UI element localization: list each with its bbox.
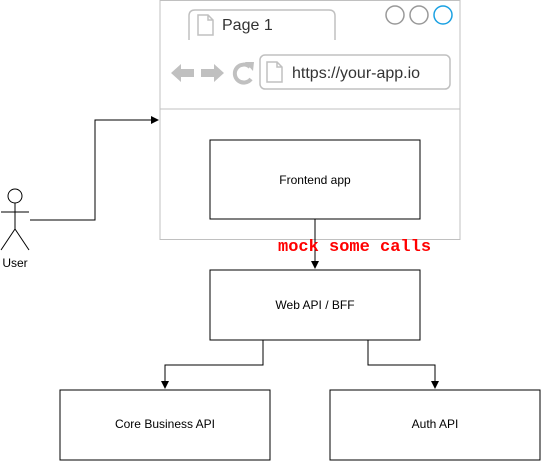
- auth-api-box: Auth API: [329, 389, 541, 461]
- browser-tab[interactable]: Page 1: [188, 9, 336, 40]
- auth-api-label: Auth API: [412, 417, 459, 431]
- connector-bff-to-auth: [367, 340, 439, 389]
- frontend-app-box: Frontend app: [209, 139, 421, 220]
- tab-label: Page 1: [222, 17, 273, 34]
- connector-user-to-browser: [30, 116, 159, 221]
- core-business-api-label: Core Business API: [115, 417, 215, 431]
- core-business-api-box: Core Business API: [59, 389, 271, 461]
- window-button-circle-active[interactable]: [433, 5, 453, 25]
- url-text: https://your-app.io: [292, 65, 420, 82]
- user-actor-head: [7, 188, 23, 204]
- forward-arrow-icon[interactable]: [201, 64, 224, 82]
- reload-icon[interactable]: [232, 62, 254, 85]
- back-arrow-icon[interactable]: [171, 64, 194, 82]
- window-button-circle[interactable]: [409, 5, 429, 25]
- user-actor: User: [0, 188, 30, 270]
- mock-calls-annotation: mock some calls: [278, 238, 431, 257]
- url-page-icon: [266, 61, 283, 83]
- frontend-app-label: Frontend app: [279, 173, 351, 187]
- url-bar[interactable]: https://your-app.io: [259, 54, 451, 90]
- tab-page-icon: [197, 14, 214, 36]
- user-label: User: [2, 256, 27, 270]
- bff-label: Web API / BFF: [275, 298, 354, 312]
- bff-box: Web API / BFF: [209, 269, 421, 341]
- connector-bff-to-core: [161, 340, 264, 389]
- window-button-circle[interactable]: [385, 5, 405, 25]
